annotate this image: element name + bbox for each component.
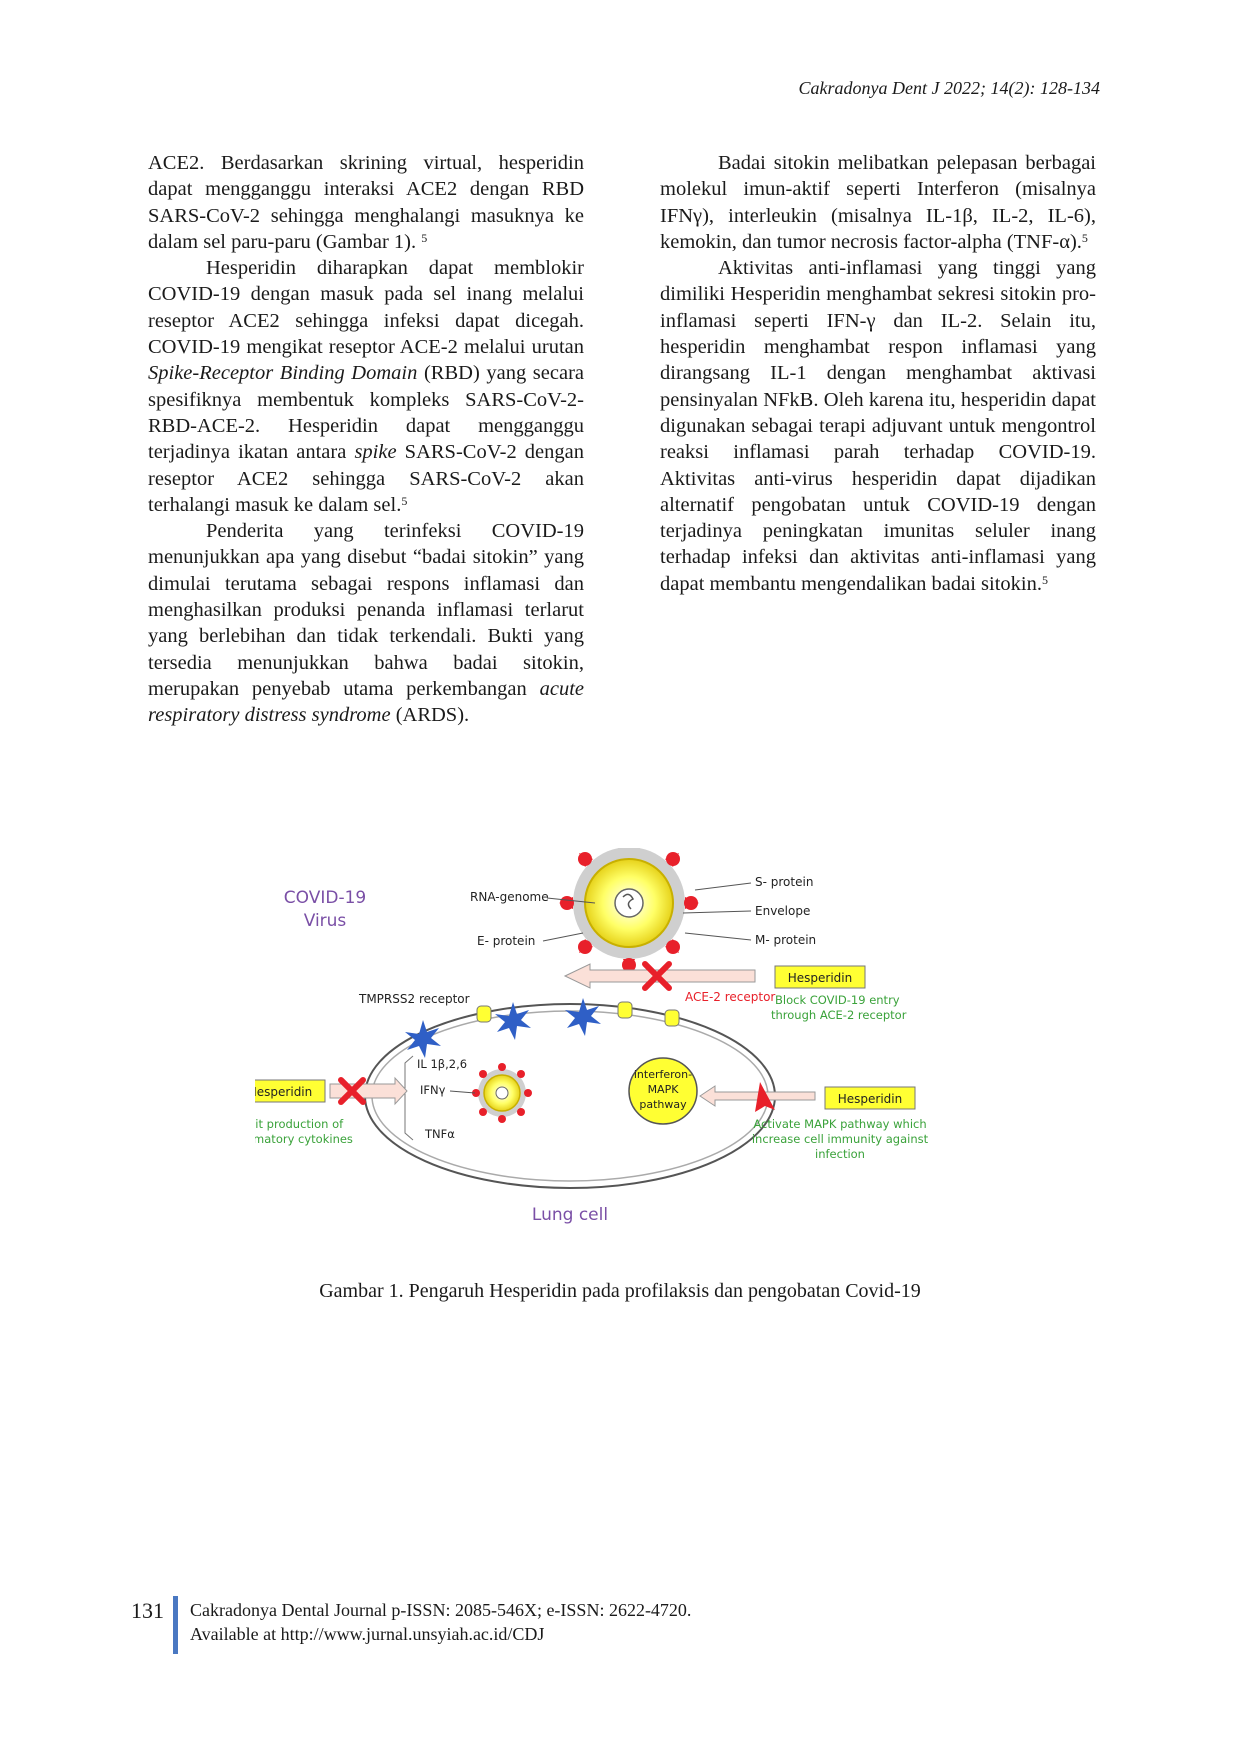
reference: 5 [421, 230, 428, 245]
paragraph-text: Aktivitas anti-inflamasi yang tinggi yan… [660, 257, 1096, 595]
ace2-receptor-icon [476, 1001, 680, 1027]
envelope-label: Envelope [755, 904, 810, 918]
paragraph-text: (ARDS). [390, 704, 470, 727]
hesperidin-label-left: Hesperidin [255, 1085, 312, 1099]
pointer-line [449, 1090, 476, 1094]
activate-text: infection [815, 1147, 865, 1161]
footer-line: Cakradonya Dental Journal p-ISSN: 2085-5… [190, 1600, 692, 1620]
paragraph-text: (RBD) yang secara spesifiknya membentuk … [148, 362, 585, 464]
mapk-pathway-node [628, 1057, 698, 1125]
footer-divider [173, 1596, 178, 1654]
italic-term: acute respiratory distress syndrome [148, 677, 584, 727]
paragraph: Hesperidin diharapkan dapat memblokir CO… [148, 255, 584, 518]
inhibit-x-icon [338, 1077, 366, 1105]
paragraph: Badai sitokin melibatkan pelepasan berba… [660, 150, 1096, 255]
block-text: through ACE-2 receptor [771, 1008, 907, 1022]
hesperidin-box-left [255, 1079, 326, 1103]
inhibit-text: inflammatory cytokines [255, 1132, 353, 1146]
italic-term: Spike-Receptor Binding Domain [148, 362, 418, 385]
m-protein-label: M- protein [755, 933, 816, 947]
tmprss2-label: TMPRSS2 receptor [358, 992, 470, 1006]
mapk-label: MAPK [648, 1083, 680, 1096]
pointer-line [682, 910, 752, 914]
pointer-line [684, 932, 752, 941]
rna-genome-label: RNA-genome [470, 890, 549, 904]
reference: 5 [401, 493, 408, 508]
reference: 5 [1081, 230, 1088, 245]
paragraph: Penderita yang terinfeksi COVID-19 menun… [148, 518, 584, 728]
activate-arrow [699, 1085, 816, 1107]
hesperidin-label-right: Hesperidin [838, 1092, 902, 1106]
figure-hesperidin-diagram: COVID-19 Virus [255, 848, 1055, 1248]
ifn-label: IFNγ [420, 1083, 446, 1097]
inhibit-text: Inhibit production of [255, 1117, 344, 1131]
ace2-receptor-label: ACE-2 receptor [685, 990, 775, 1004]
cytokine-bracket [404, 1055, 414, 1141]
italic-term: spike [354, 441, 397, 464]
activate-text: increase cell immunity against [752, 1132, 929, 1146]
inner-virus-icon [472, 1063, 532, 1123]
hesperidin-box-right [824, 1086, 916, 1110]
e-protein-label: E- protein [477, 934, 535, 948]
page-number: 131 [131, 1598, 164, 1623]
paragraph-text: ACE2. Berdasarkan skrining virtual, hesp… [148, 152, 584, 253]
mapk-label: interferon- [634, 1068, 692, 1081]
footer-line: Available at http://www.jurnal.unsyiah.a… [190, 1624, 545, 1644]
activate-text: Activate MAPK pathway which [753, 1117, 926, 1131]
activate-bolt-icon [755, 1082, 775, 1112]
virus-particle-icon [559, 848, 699, 973]
covid-title: COVID-19 [284, 888, 366, 908]
hesperidin-label-top: Hesperidin [788, 971, 852, 985]
mapk-label: pathway [639, 1098, 687, 1111]
left-column: ACE2. Berdasarkan skrining virtual, hesp… [148, 150, 584, 729]
figure-caption: Gambar 1. Pengaruh Hesperidin pada profi… [319, 1280, 921, 1302]
tnf-label: TNFα [424, 1127, 455, 1141]
paragraph-text: Hesperidin diharapkan dapat memblokir CO… [148, 257, 584, 359]
pointer-line [542, 932, 584, 942]
footer-journal-info: Cakradonya Dental Journal p-ISSN: 2085-5… [190, 1598, 691, 1646]
pointer-line [694, 882, 752, 891]
paragraph-text: Penderita yang terinfeksi COVID-19 menun… [148, 520, 584, 700]
il-label: IL 1β,2,6 [417, 1057, 467, 1071]
paragraph: Aktivitas anti-inflamasi yang tinggi yan… [660, 255, 1096, 597]
covid-title-sub: Virus [304, 911, 347, 931]
paragraph-text: Badai sitokin melibatkan pelepasan berba… [660, 152, 1096, 253]
tmprss2-receptor-icon [405, 998, 601, 1058]
pointer-line [546, 897, 596, 904]
reference: 5 [1042, 572, 1048, 587]
block-text: Block COVID-19 entry [775, 993, 900, 1007]
hesperidin-box-top [774, 965, 866, 989]
s-protein-label: S- protein [755, 875, 813, 889]
running-header: Cakradonya Dent J 2022; 14(2): 128-134 [798, 78, 1100, 98]
lung-cell-label: Lung cell [532, 1205, 608, 1225]
paragraph-text: SARS-CoV-2 dengan reseptor ACE2 sehingga… [148, 441, 584, 516]
block-x-icon [642, 961, 672, 991]
paragraph: ACE2. Berdasarkan skrining virtual, hesp… [148, 150, 584, 255]
right-column: Badai sitokin melibatkan pelepasan berba… [660, 150, 1096, 597]
